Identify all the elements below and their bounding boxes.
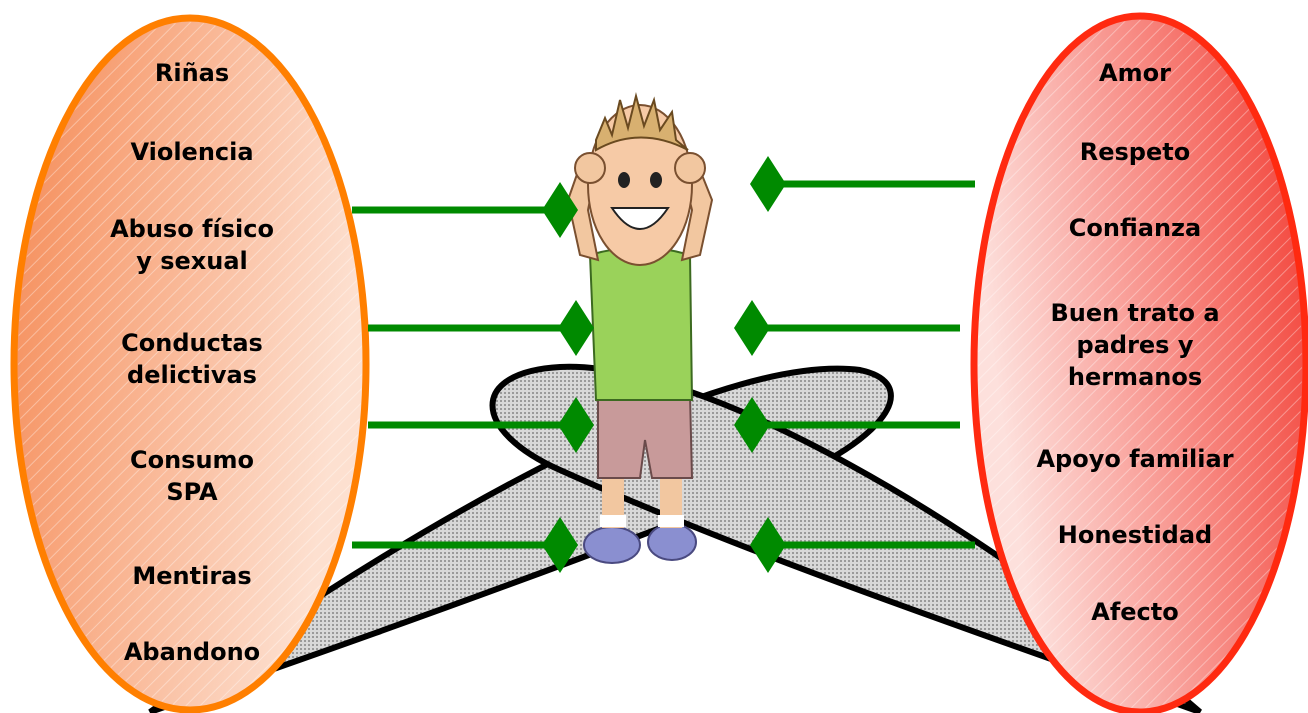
label-abuso: Abuso físico y sexual: [110, 213, 274, 277]
arrow-right-2: [734, 300, 960, 356]
label-violencia: Violencia: [130, 136, 253, 168]
label-conductas: Conductas delictivas: [121, 327, 263, 391]
label-abandono: Abandono: [124, 636, 260, 668]
label-buen-trato: Buen trato a padres y hermanos: [1050, 297, 1219, 393]
label-apoyo: Apoyo familiar: [1036, 443, 1233, 475]
label-confianza: Confianza: [1069, 212, 1201, 244]
label-mentiras: Mentiras: [132, 560, 251, 592]
label-amor: Amor: [1099, 57, 1171, 89]
arrow-left-1: [352, 182, 578, 238]
arrow-left-2: [368, 300, 594, 356]
label-respeto: Respeto: [1080, 136, 1190, 168]
arrow-right-1: [750, 156, 975, 212]
label-rinas: Riñas: [155, 57, 229, 89]
label-afecto: Afecto: [1091, 596, 1178, 628]
label-consumo: Consumo SPA: [130, 444, 254, 508]
label-honestidad: Honestidad: [1058, 519, 1212, 551]
